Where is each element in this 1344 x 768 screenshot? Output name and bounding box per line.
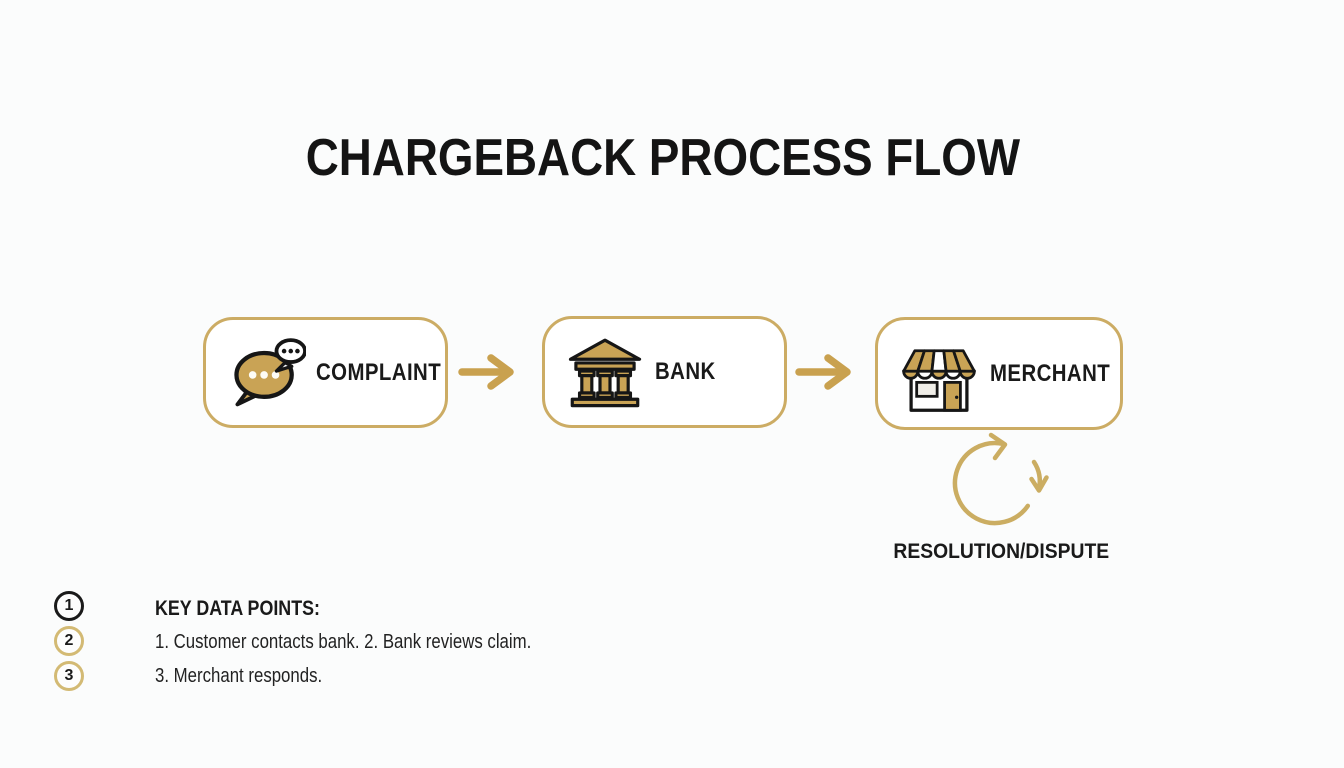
arrow-right-icon — [795, 352, 857, 397]
flow-node-bank: BANK — [542, 316, 787, 428]
page-title: CHARGEBACK PROCESS FLOW — [305, 128, 1021, 187]
step-marker-1: 1 — [54, 591, 84, 621]
step-marker-2: 2 — [54, 626, 84, 656]
key-points-line-2: 3. Merchant responds. — [155, 665, 323, 687]
node-label-complaint: COMPLAINT — [316, 358, 442, 386]
node-label-bank: BANK — [655, 358, 716, 385]
step-marker-3: 3 — [54, 661, 84, 691]
flow-node-merchant: MERCHANT — [875, 317, 1123, 430]
key-points-heading: KEY DATA POINTS: — [155, 597, 320, 620]
step-marker-2-number: 2 — [64, 632, 74, 649]
cycle-label: RESOLUTION/DISPUTE — [893, 540, 1109, 563]
step-marker-1-number: 1 — [64, 597, 74, 614]
cycle-arrows-icon — [938, 428, 1053, 548]
key-points-line-1: 1. Customer contacts bank. 2. Bank revie… — [155, 631, 532, 653]
bank-building-icon — [565, 335, 645, 409]
speech-bubbles-icon — [226, 334, 306, 412]
arrow-right-icon — [458, 352, 520, 397]
flow-node-complaint: COMPLAINT — [203, 317, 448, 428]
node-label-merchant: MERCHANT — [990, 359, 1111, 387]
step-marker-3-number: 3 — [64, 667, 74, 684]
storefront-icon — [898, 334, 980, 414]
